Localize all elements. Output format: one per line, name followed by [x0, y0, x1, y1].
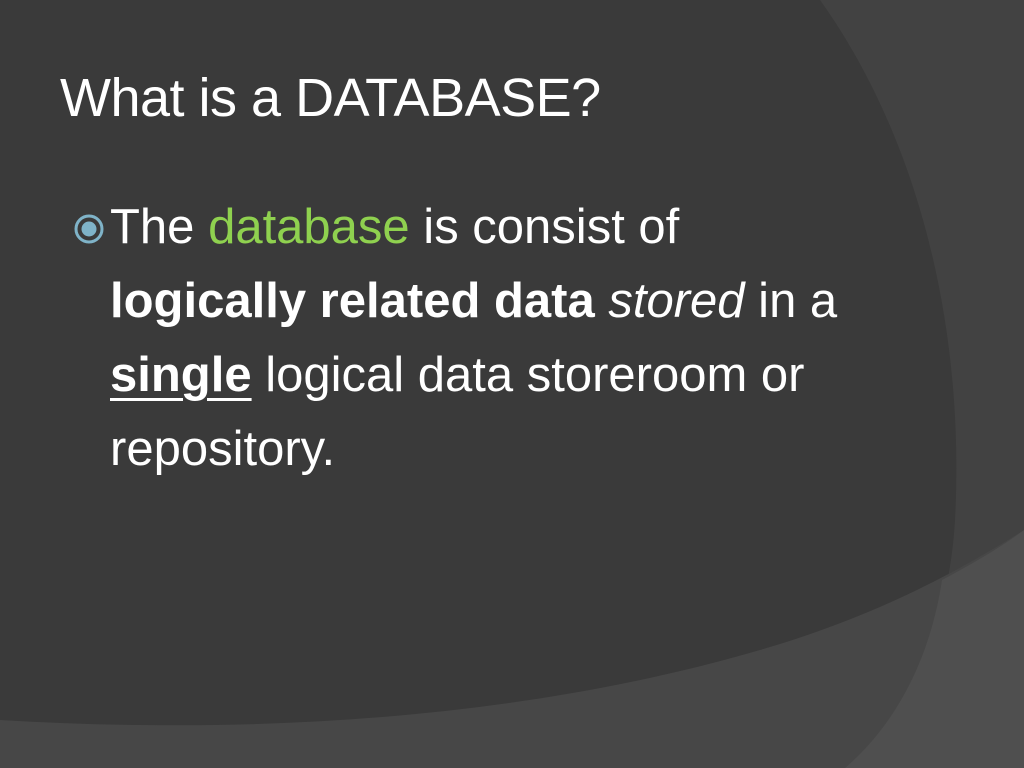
- text-is-consist: is consist of: [409, 200, 680, 254]
- bullet-list: The database is consist of logically rel…: [72, 190, 872, 486]
- text-in-a: in a: [744, 274, 838, 328]
- bold-logically-related-data: logically related data: [110, 274, 595, 328]
- circled-dot-icon: [74, 214, 104, 244]
- text-logical-storeroom: logical data storeroom or repository.: [110, 348, 805, 476]
- italic-stored: stored: [608, 274, 745, 328]
- slide-title: What is a DATABASE?: [60, 68, 601, 128]
- corner-overlap: [845, 530, 1024, 768]
- highlight-database: database: [208, 200, 410, 254]
- bullet-item: The database is consist of logically rel…: [72, 190, 872, 486]
- text-the: The: [110, 200, 209, 254]
- bottom-curve-panel: [0, 530, 1024, 768]
- bold-underlined-single: single: [110, 348, 252, 402]
- bullet-text: The database is consist of logically rel…: [110, 200, 837, 476]
